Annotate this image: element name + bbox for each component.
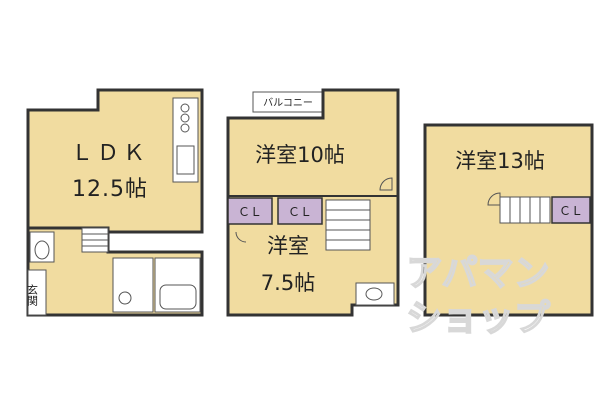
closet-a-label: ＣＬ [238,205,262,219]
ldk-title: ＬＤＫ [71,141,149,166]
closet-floor-3 [551,196,591,224]
bathtub-icon [159,284,197,310]
sink-icon [176,145,195,175]
closet-a [227,197,273,225]
stairs-floor-3 [499,196,551,224]
room-a-title: 洋室10帖 [255,143,345,167]
balcony-label: バルコニー [263,97,313,109]
watermark-line-1: アパマン [406,253,549,294]
toilet-icon [34,240,50,260]
washroom [112,257,154,313]
stairs-floor-2 [325,199,371,251]
stairs-floor-1 [81,227,109,253]
entrance-label: 玄関 [26,283,39,306]
floor-1: 玄関 ＬＤＫ 12.5帖 [26,88,204,317]
watermark-line-2: ショップ [406,298,550,339]
room-b-title: 洋室 [267,234,309,258]
closet-floor-3-label: ＣＬ [559,204,583,218]
ldk-size: 12.5帖 [72,177,148,202]
watermark: アパマン ショップ [405,252,551,340]
closet-b [277,197,323,225]
floor-3-room-title: 洋室13帖 [455,149,545,173]
floor-2: バルコニー ＣＬ ＣＬ 洋室10帖 洋室 7.5帖 [226,88,400,317]
basin-icon [118,291,132,305]
toilet-floor-2 [355,282,395,306]
room-b-size: 7.5帖 [261,271,315,295]
entrance-area [27,269,47,316]
floor-3: ＣＬ 洋室13帖 [423,123,594,317]
toilet-icon-2 [365,287,383,301]
toilet [29,231,55,263]
closet-b-label: ＣＬ [288,205,312,219]
